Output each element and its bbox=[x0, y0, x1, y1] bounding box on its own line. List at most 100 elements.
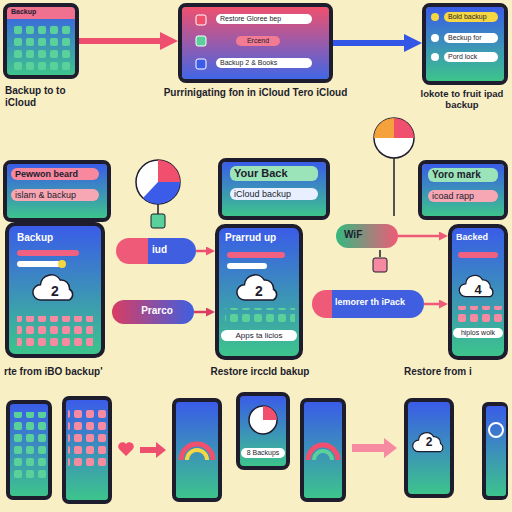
wifi-bar: WiF bbox=[336, 224, 398, 248]
tablet: Restore Gloree bepErcendBackup 2 & Books… bbox=[178, 3, 333, 83]
illustration-part bbox=[181, 444, 213, 460]
screen-bar: Pewwon beard bbox=[11, 168, 99, 180]
phone-screens bbox=[9, 226, 504, 356]
screen-title: Backup bbox=[17, 232, 77, 244]
illustration-part bbox=[7, 164, 107, 218]
illustration-part bbox=[17, 316, 93, 350]
illustration-part bbox=[304, 402, 342, 498]
illustration-part bbox=[12, 26, 72, 70]
illustration-part bbox=[17, 261, 61, 267]
illustration-part bbox=[10, 404, 48, 496]
illustration-part bbox=[379, 250, 381, 257]
illustration-part bbox=[393, 158, 395, 216]
tablet: Your Back iCloud backup bbox=[218, 158, 330, 220]
illustration-part bbox=[9, 226, 101, 354]
illustration-part bbox=[237, 275, 277, 300]
step-caption: rte from iBO backup' bbox=[4, 366, 164, 378]
illustration-part bbox=[431, 34, 439, 42]
flow-arrow bbox=[333, 40, 413, 46]
illustration-part bbox=[118, 442, 134, 456]
illustration-part bbox=[66, 400, 108, 500]
screen-text: Backup bbox=[11, 8, 61, 16]
flow-arrow bbox=[196, 250, 211, 253]
illustration-part bbox=[482, 402, 508, 500]
illustration-part bbox=[140, 442, 166, 458]
tablet-caption: Purrinigating fon in iCloud Tero iCloud bbox=[158, 87, 353, 99]
flow-arrow bbox=[424, 303, 444, 306]
tablet-caption: Backup to to iCloud bbox=[5, 85, 89, 108]
illustration-part bbox=[486, 406, 506, 496]
illustration-part bbox=[227, 252, 285, 258]
illustration-part bbox=[158, 160, 180, 182]
cloud-number: 2 bbox=[249, 283, 269, 299]
bar-text: lemorer th iPack bbox=[335, 297, 421, 307]
menu-item: Beckup for bbox=[444, 33, 498, 43]
step-caption: Restore from i bbox=[404, 366, 508, 378]
screen-bar: iCloud backup bbox=[230, 188, 318, 200]
illustration-part bbox=[394, 118, 414, 138]
illustration-part bbox=[374, 118, 394, 138]
illustration-part bbox=[422, 164, 504, 216]
toggle-bar: Prarco bbox=[112, 300, 194, 324]
illustration-part bbox=[263, 406, 277, 420]
screen-title: Prarrud up bbox=[225, 232, 295, 244]
screen-text: hiplos wolk bbox=[453, 328, 503, 338]
illustration-part bbox=[308, 445, 338, 460]
flow-arrow bbox=[79, 38, 169, 44]
toggle-bar: iud bbox=[116, 238, 196, 264]
illustration-part bbox=[225, 308, 295, 326]
illustration-part bbox=[17, 250, 79, 256]
illustration-part bbox=[219, 228, 299, 356]
tablet: BackupBackup to to iCloud bbox=[3, 3, 79, 79]
menu-item: Pord lock bbox=[444, 52, 498, 62]
screen-bar: Your Back bbox=[230, 166, 318, 181]
illustration-part bbox=[222, 162, 326, 216]
menu-button: Bold backup bbox=[444, 12, 498, 22]
flow-arrow bbox=[398, 235, 444, 238]
screen-bar: islam & backup bbox=[11, 189, 99, 201]
phone: Backup 2 bbox=[5, 222, 105, 358]
menu-item: Backup 2 & Books bbox=[216, 58, 312, 68]
illustration-part bbox=[7, 7, 75, 19]
cloud-number: 2 bbox=[419, 436, 439, 450]
tablet: Yoro mark icoad rapp bbox=[418, 160, 508, 220]
phone: 2 bbox=[404, 398, 454, 498]
phone: 8 Backups bbox=[236, 392, 290, 470]
illustration-part bbox=[314, 451, 332, 460]
screen-text: Apps ta licios bbox=[221, 330, 297, 341]
illustration-part bbox=[182, 7, 329, 79]
illustration-part bbox=[373, 258, 387, 272]
illustration-part bbox=[62, 396, 112, 504]
illustration-part bbox=[7, 7, 75, 75]
screen-bar: icoad rapp bbox=[428, 190, 498, 202]
tablet: Bold backupBeckup forPord locklokote to … bbox=[422, 3, 508, 85]
illustration-part bbox=[300, 398, 346, 502]
illustration-part bbox=[6, 400, 52, 500]
screen-title: Backed bbox=[456, 232, 500, 242]
bottom-phones bbox=[6, 396, 508, 504]
illustration-part bbox=[157, 204, 159, 214]
illustration-part bbox=[352, 438, 397, 458]
tablet-caption: lokote to fruit ipad backup bbox=[418, 89, 506, 111]
illustration-part bbox=[489, 423, 503, 437]
illustration-part bbox=[431, 53, 439, 61]
illustration-part bbox=[431, 13, 439, 21]
flow-arrow bbox=[194, 311, 211, 314]
illustration-part bbox=[58, 260, 66, 268]
tablet: Pewwon beard islam & backup bbox=[3, 160, 111, 222]
illustration-part bbox=[187, 450, 207, 460]
decor-arrows bbox=[118, 438, 397, 458]
illustration-part bbox=[240, 396, 286, 466]
cloud-number: 2 bbox=[45, 283, 65, 299]
illustration-part bbox=[136, 160, 180, 204]
illustration-part bbox=[249, 406, 277, 434]
screen-bar: Yoro mark bbox=[428, 168, 498, 182]
illustration-part bbox=[172, 398, 222, 502]
step-caption: Restore irccld bakup bbox=[180, 366, 340, 378]
illustration-part bbox=[196, 36, 206, 46]
illustration-part bbox=[458, 252, 498, 258]
